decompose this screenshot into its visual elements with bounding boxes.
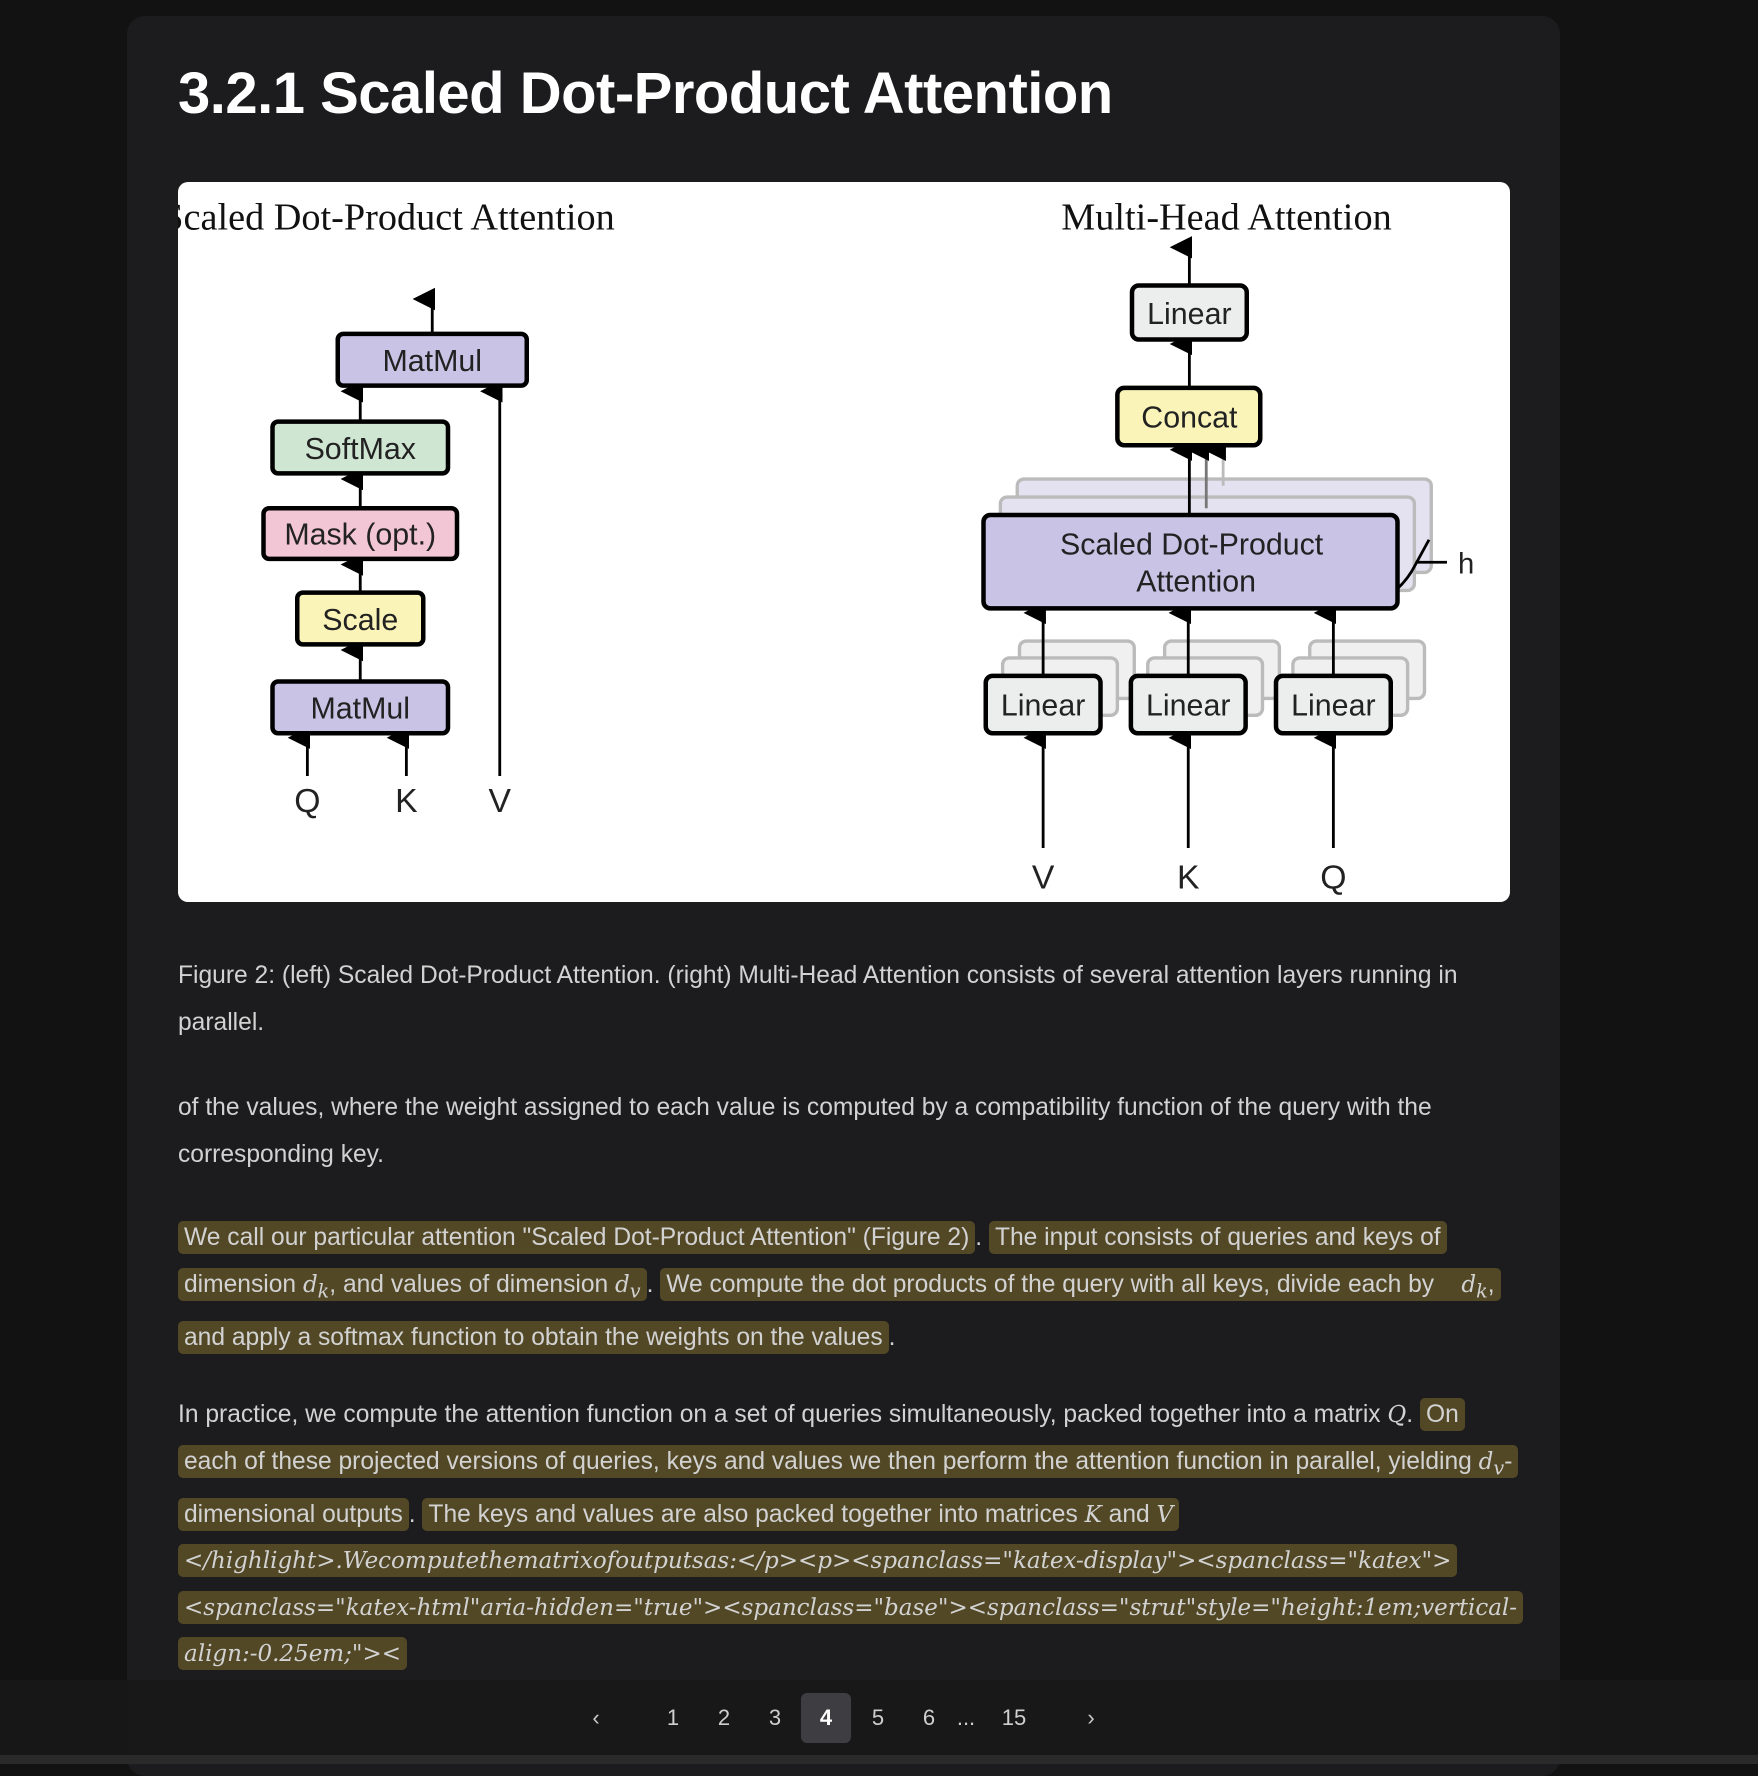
right-input-q: Q	[1320, 859, 1346, 897]
left-input-q: Q	[294, 782, 320, 820]
right-box-linear-v: Linear	[1001, 689, 1085, 722]
period: .	[888, 1323, 896, 1351]
right-input-v: V	[1032, 859, 1055, 897]
math-sqrt-dk: dk	[1461, 1271, 1487, 1303]
right-box-linear-top: Linear	[1147, 298, 1231, 331]
left-diagram-title: Scaled Dot-Product Attention	[178, 196, 615, 238]
pagination-ellipsis: ...	[956, 1705, 976, 1730]
left-input-k: K	[395, 782, 418, 820]
separator: .	[1406, 1401, 1420, 1428]
math-dv: dv	[615, 1271, 641, 1303]
page-15[interactable]: 15	[1001, 1705, 1027, 1730]
text: and	[1101, 1500, 1157, 1528]
right-box-linear-k: Linear	[1146, 689, 1230, 722]
math-dk: dk	[302, 1271, 329, 1303]
math-sub: k	[1476, 1279, 1488, 1303]
math-d: d	[615, 1271, 630, 1298]
attention-diagram: Scaled Dot-Product Attention MatMul Soft…	[178, 196, 1474, 897]
page-5[interactable]: 5	[871, 1705, 885, 1730]
page-title: 3.2.1 Scaled Dot-Product Attention	[178, 61, 1113, 126]
math-d: d	[302, 1271, 318, 1298]
left-box-matmul-top: MatMul	[382, 345, 482, 378]
right-diagram-title: Multi-Head Attention	[1061, 196, 1391, 238]
text: The input consists of queries and keys o…	[184, 1224, 1441, 1298]
right-box-concat: Concat	[1141, 401, 1238, 434]
math-dv: dv	[1478, 1448, 1505, 1480]
page-6[interactable]: 6	[922, 1705, 936, 1730]
math-sub: k	[317, 1279, 330, 1303]
math-k: K	[1084, 1501, 1102, 1528]
next-page-button[interactable]: ›	[1087, 1705, 1095, 1730]
heads-label-h: h	[1458, 549, 1474, 581]
attention-figure: Scaled Dot-Product Attention MatMul Soft…	[178, 182, 1510, 902]
math-q: Q	[1387, 1402, 1407, 1428]
text: -dimensional outputs	[184, 1447, 1513, 1528]
right-box-linear-q: Linear	[1291, 689, 1375, 722]
text: In practice, we compute the attention fu…	[178, 1401, 1388, 1428]
paragraph-scaled-attention: We call our particular attention "Scaled…	[178, 1215, 1518, 1361]
left-box-mask: Mask (opt.)	[284, 518, 436, 551]
broken-latex-text: V </highlight>.Wecomputethematrixofoutpu…	[184, 1501, 1518, 1668]
figure-caption: Figure 2: (left) Scaled Dot-Product Atte…	[178, 962, 1458, 1036]
text: , and values of dimension	[329, 1270, 616, 1298]
left-input-v: V	[488, 782, 511, 820]
text: The keys and values are also packed toge…	[428, 1500, 1085, 1528]
right-box-sdpa-line1: Scaled Dot-Product	[1060, 528, 1324, 561]
text: On each of these projected versions of q…	[184, 1401, 1479, 1475]
bottom-edge	[0, 1755, 1758, 1764]
prev-page-button[interactable]: ‹	[592, 1705, 600, 1730]
separator: .	[975, 1224, 989, 1251]
right-input-k: K	[1177, 859, 1200, 897]
math-d: d	[1478, 1448, 1494, 1475]
right-box-sdpa-line2: Attention	[1136, 566, 1256, 599]
paragraph-in-practice: In practice, we compute the attention fu…	[178, 1392, 1524, 1678]
math-d: d	[1461, 1271, 1477, 1298]
text: We compute the dot products of the query…	[666, 1270, 1441, 1298]
page-4-current[interactable]: 4	[801, 1693, 851, 1743]
math-sub: v	[1493, 1456, 1505, 1480]
paragraph-values: of the values, where the weight assigned…	[178, 1094, 1432, 1168]
highlight: We call our particular attention "Scaled…	[178, 1221, 976, 1254]
separator: .	[646, 1270, 661, 1298]
pagination-bar	[0, 1680, 1758, 1755]
separator: .	[408, 1500, 423, 1528]
page-1[interactable]: 1	[666, 1705, 680, 1730]
math-sub: v	[629, 1279, 641, 1303]
left-box-matmul-bottom: MatMul	[310, 693, 410, 726]
text: , and apply a softmax function to obtain…	[184, 1270, 1495, 1351]
left-box-scale: Scale	[322, 604, 398, 637]
page-3[interactable]: 3	[768, 1705, 782, 1730]
left-box-softmax: SoftMax	[305, 433, 416, 466]
page-2[interactable]: 2	[717, 1705, 731, 1730]
